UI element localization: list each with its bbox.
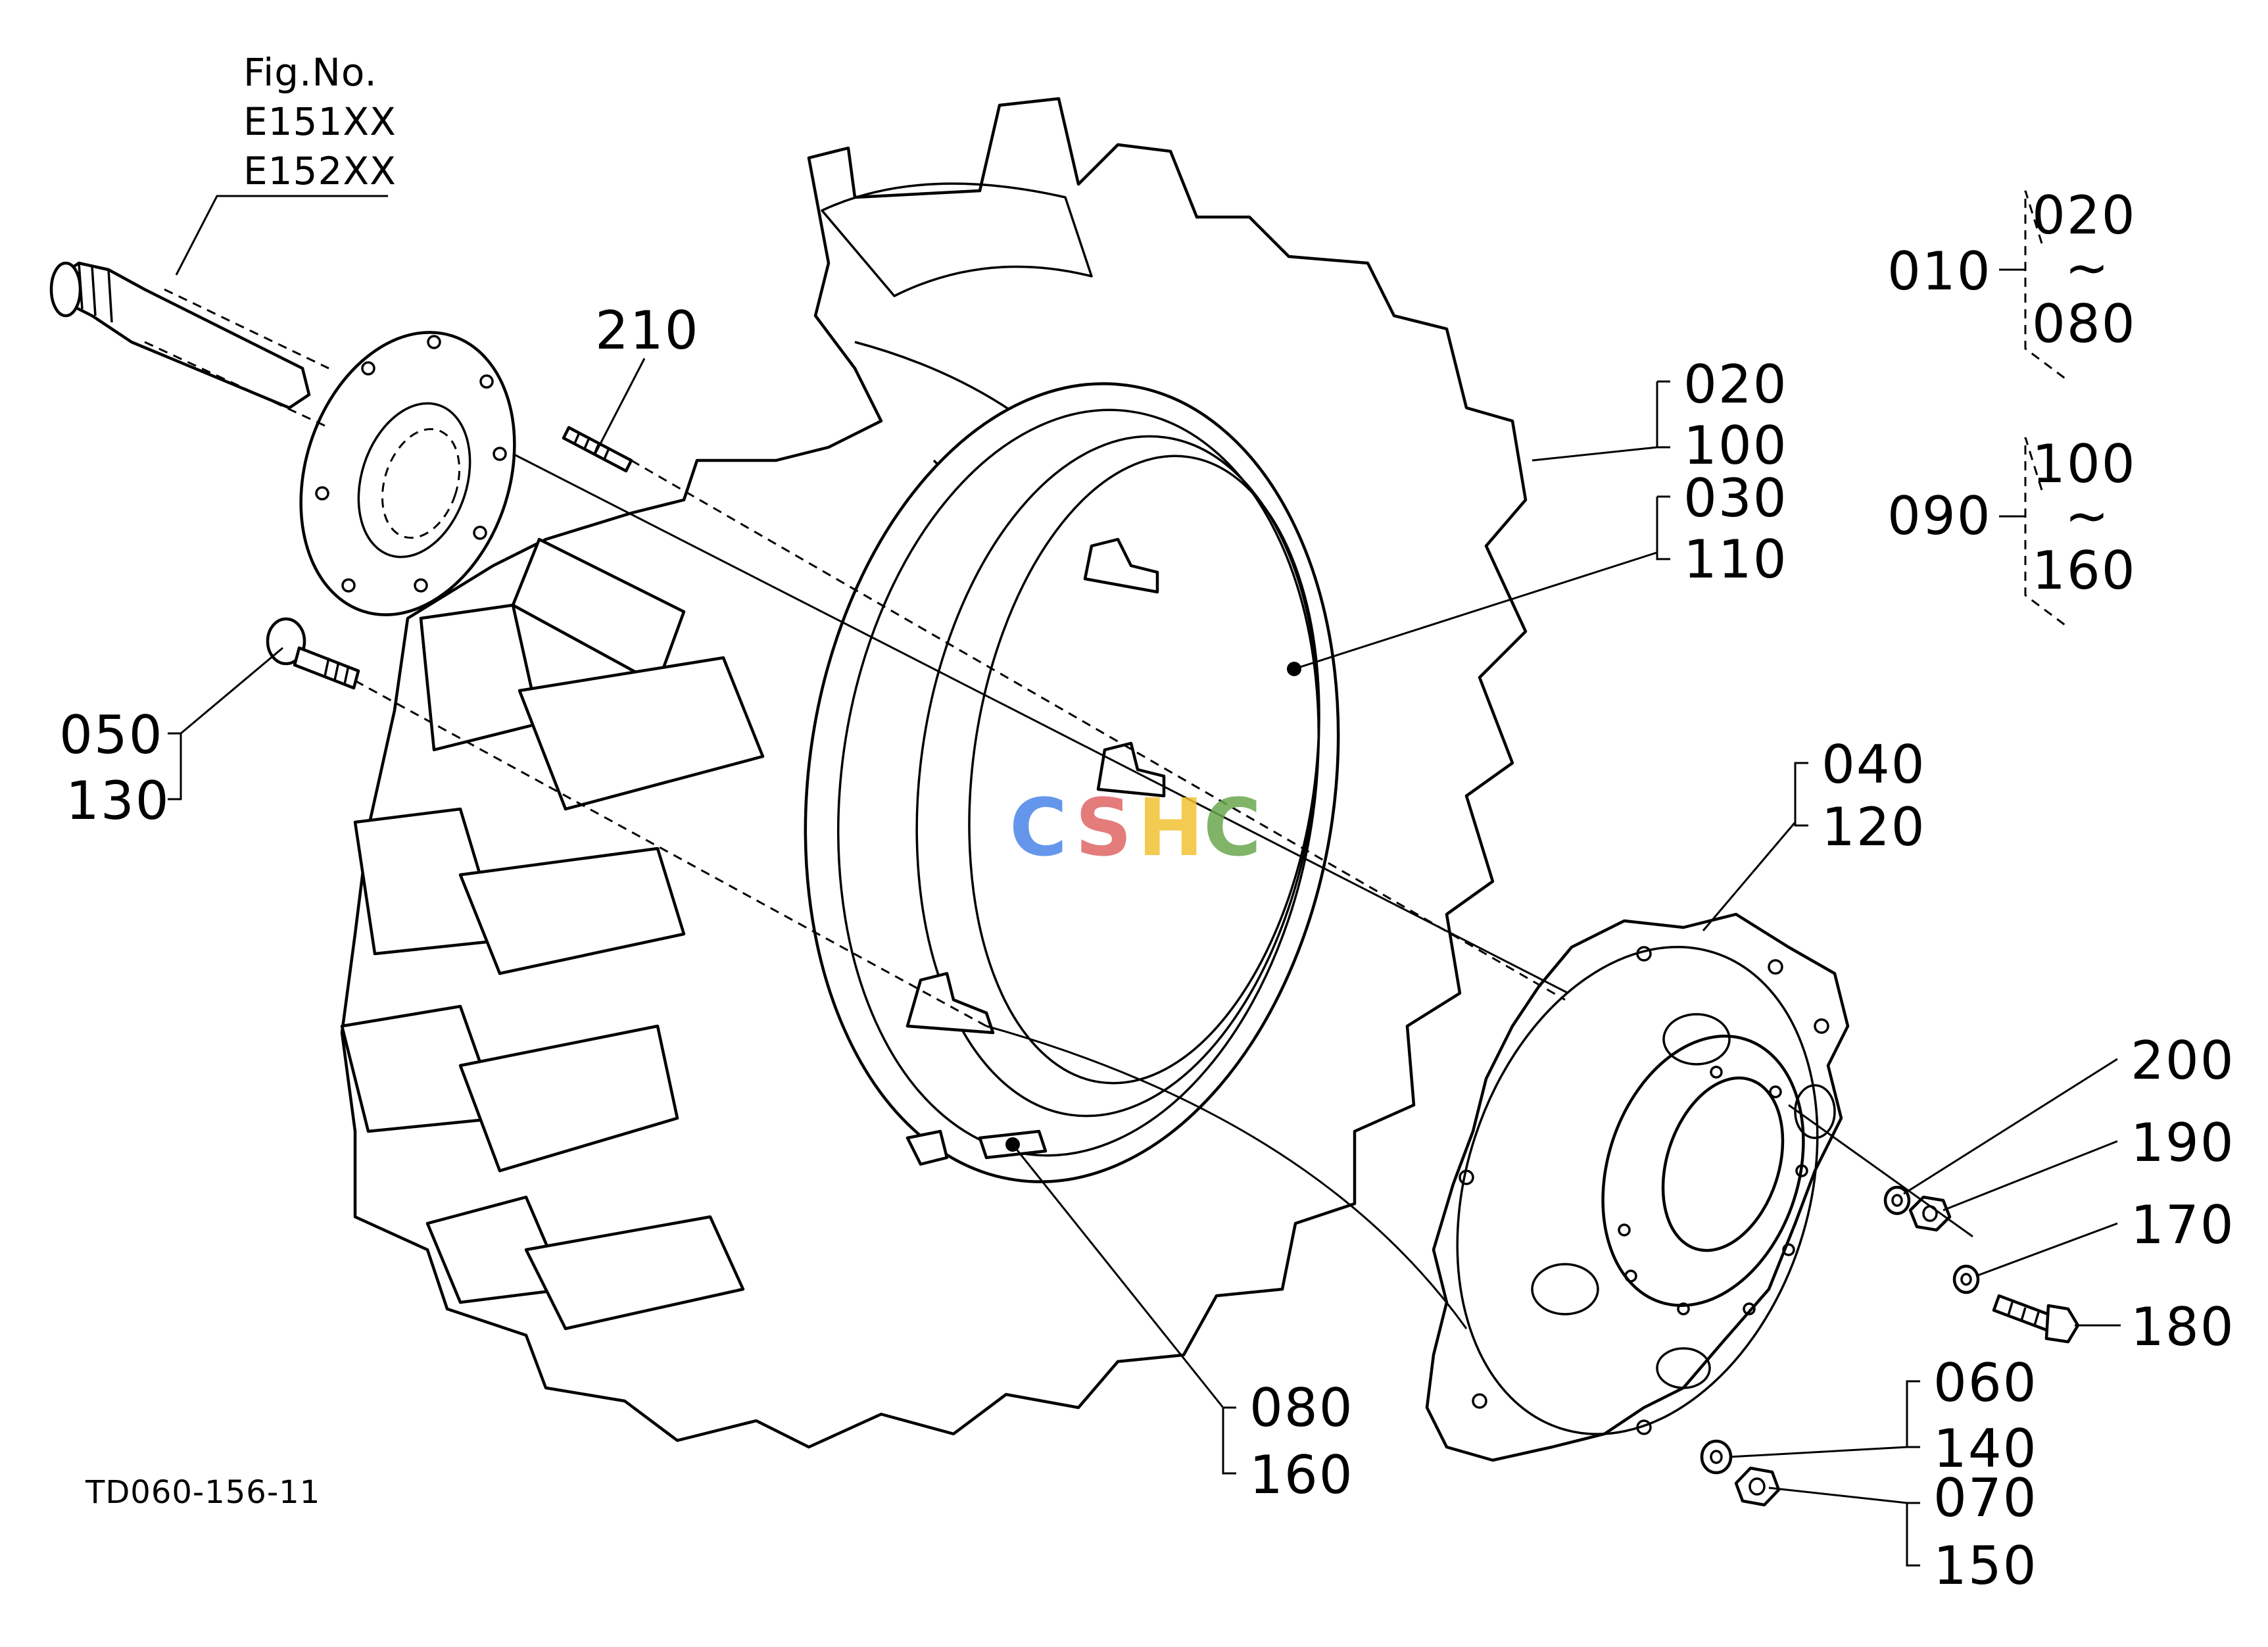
hub-flange (299, 331, 516, 616)
callout-100: 100 (1683, 415, 1788, 476)
watermark-letter: C (1009, 783, 1067, 874)
bolt-180 (1992, 1294, 2080, 1344)
fig-caption: Fig.No. (243, 50, 377, 95)
callout-180: 180 (2131, 1296, 2235, 1358)
callout-170: 170 (2131, 1194, 2235, 1256)
watermark-letter: C (1203, 783, 1261, 874)
nut-190 (1908, 1195, 1952, 1232)
legend-range-start: 100 (2032, 433, 2136, 495)
callout-160: 160 (1249, 1444, 1354, 1506)
wheel-center-disc (1425, 912, 1850, 1462)
watermark-letter: S (1075, 783, 1132, 874)
fig-code: E152XX (243, 149, 397, 193)
legend-tilde: ~ (2065, 485, 2110, 547)
watermark-letter: H (1138, 783, 1203, 874)
callout-130: 130 (66, 770, 170, 831)
washer-200 (1883, 1185, 1911, 1216)
legend-range-start: 020 (2032, 185, 2136, 246)
assembly-centerlines (144, 288, 1973, 1329)
axle-shaft (49, 261, 311, 410)
wheel-rim (804, 382, 1340, 1183)
legend-brackets (1999, 190, 2065, 626)
callout-070: 070 (1933, 1467, 2038, 1529)
legend-parent-090: 090 (1887, 485, 1992, 547)
hub-bolt (266, 617, 360, 690)
leader-lines (168, 195, 2121, 1567)
callout-050: 050 (59, 704, 164, 766)
legend-range-end: 080 (2032, 293, 2136, 355)
watermark-logo: C S H C (1009, 783, 1261, 874)
legend-parent-010: 010 (1887, 241, 1992, 302)
callout-040: 040 (1822, 734, 1926, 795)
callout-120: 120 (1822, 797, 1926, 858)
fig-code: E151XX (243, 99, 397, 144)
washer-060 (1700, 1439, 1733, 1475)
callout-190: 190 (2131, 1112, 2235, 1173)
nut-070 (1734, 1466, 1781, 1507)
callout-150: 150 (1933, 1535, 2038, 1596)
callout-200: 200 (2131, 1030, 2235, 1091)
legend-range-end: 160 (2032, 540, 2136, 601)
callout-140: 140 (1933, 1418, 2038, 1479)
legend-tilde: ~ (2065, 237, 2110, 299)
callout-060: 060 (1933, 1352, 2038, 1413)
callout-020: 020 (1683, 354, 1788, 415)
washer-170 (1952, 1264, 1980, 1294)
callout-210: 210 (595, 300, 700, 361)
callout-030: 030 (1683, 468, 1788, 529)
callout-110: 110 (1683, 529, 1788, 590)
callout-080: 080 (1249, 1377, 1354, 1438)
drawing-code: TD060-156-11 (85, 1474, 320, 1511)
figure-reference: Fig.No. E151XX E152XX (243, 50, 397, 193)
